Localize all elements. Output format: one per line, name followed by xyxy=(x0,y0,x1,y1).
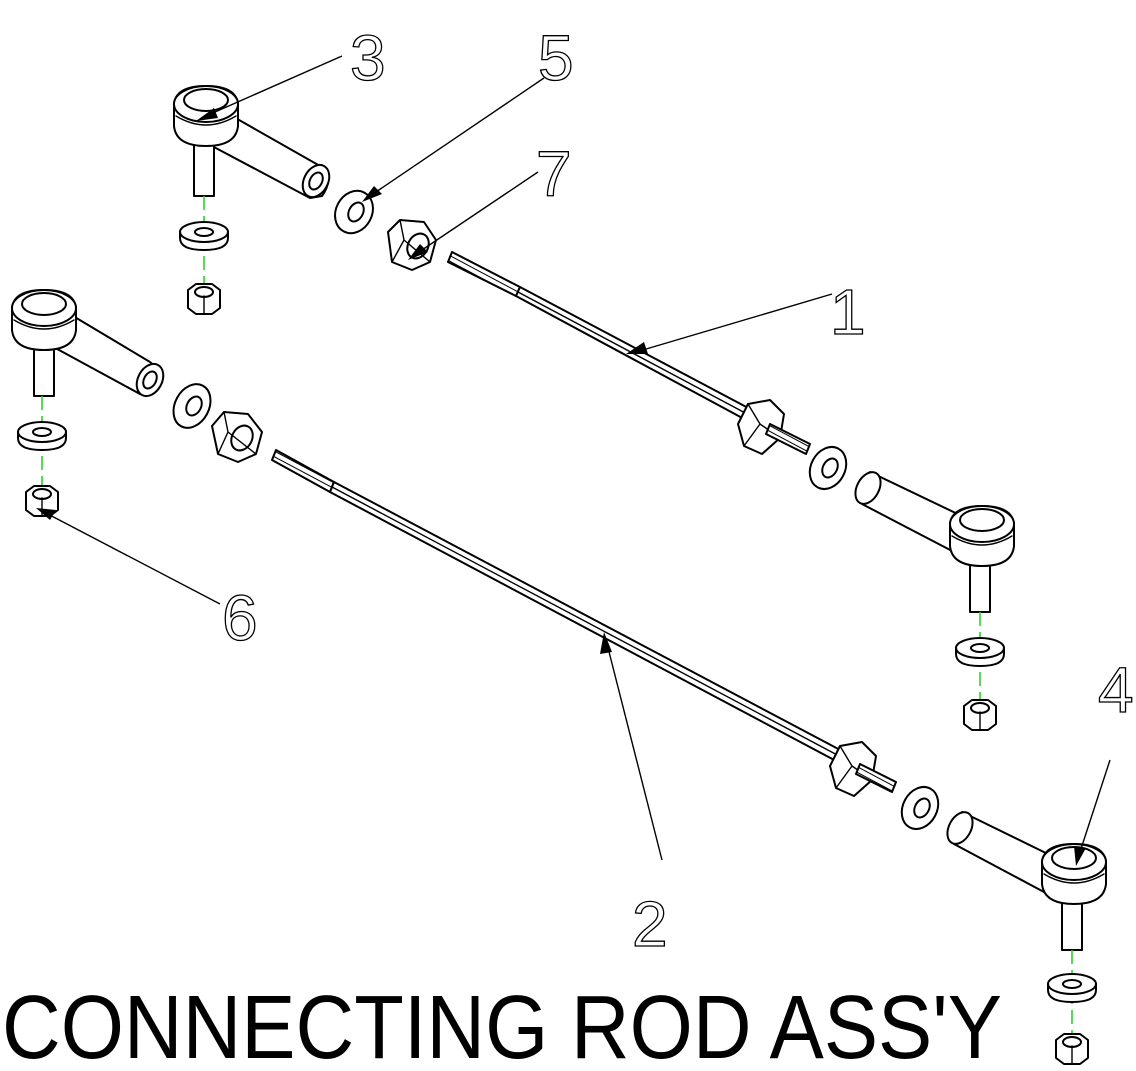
upper-rod-end-left xyxy=(173,85,331,199)
lower-right-washer xyxy=(1047,973,1097,1003)
callout-number-5: 5 xyxy=(538,22,574,94)
lower-jam-washer xyxy=(172,383,212,429)
lower-rod-end-left xyxy=(11,289,165,398)
lower-left-washer xyxy=(17,421,67,451)
callout-leader-6 xyxy=(36,508,221,605)
upper-threaded-rod xyxy=(447,251,753,421)
callout-leader-2 xyxy=(600,632,663,861)
lower-right-lock-nut xyxy=(1055,1033,1089,1065)
upper-right-washer xyxy=(955,637,1005,667)
callout-leader-1 xyxy=(626,293,833,354)
upper-left-lock-nut xyxy=(187,283,221,315)
callout-number-4: 4 xyxy=(1098,654,1134,726)
callout-number-7: 7 xyxy=(536,138,572,210)
lower-rod-end-right xyxy=(946,811,1107,951)
callout-leader-3 xyxy=(196,55,343,121)
upper-right-jam-washer xyxy=(808,445,848,491)
lower-left-lock-nut xyxy=(25,485,59,517)
upper-threaded-stub xyxy=(765,423,811,455)
lower-jam-nut-left xyxy=(211,411,263,463)
callout-leader-5 xyxy=(362,77,545,202)
lower-right-jam-washer xyxy=(900,785,940,831)
callout-number-2: 2 xyxy=(632,888,668,960)
callout-number-1: 1 xyxy=(830,276,866,348)
callout-number-3: 3 xyxy=(350,22,386,94)
callout-leader-4 xyxy=(1074,759,1111,866)
upper-right-lock-nut xyxy=(963,699,997,731)
diagram-title: CONNECTING ROD ASS'Y xyxy=(2,978,1002,1071)
callout-leader-7 xyxy=(408,171,539,260)
callout-number-6: 6 xyxy=(222,582,258,654)
upper-rod-end-right xyxy=(854,471,1015,613)
upper-left-washer xyxy=(179,221,229,251)
lower-threaded-stub xyxy=(855,763,897,793)
lower-threaded-rod xyxy=(271,449,845,763)
lower-jam-nut-right xyxy=(829,741,877,797)
